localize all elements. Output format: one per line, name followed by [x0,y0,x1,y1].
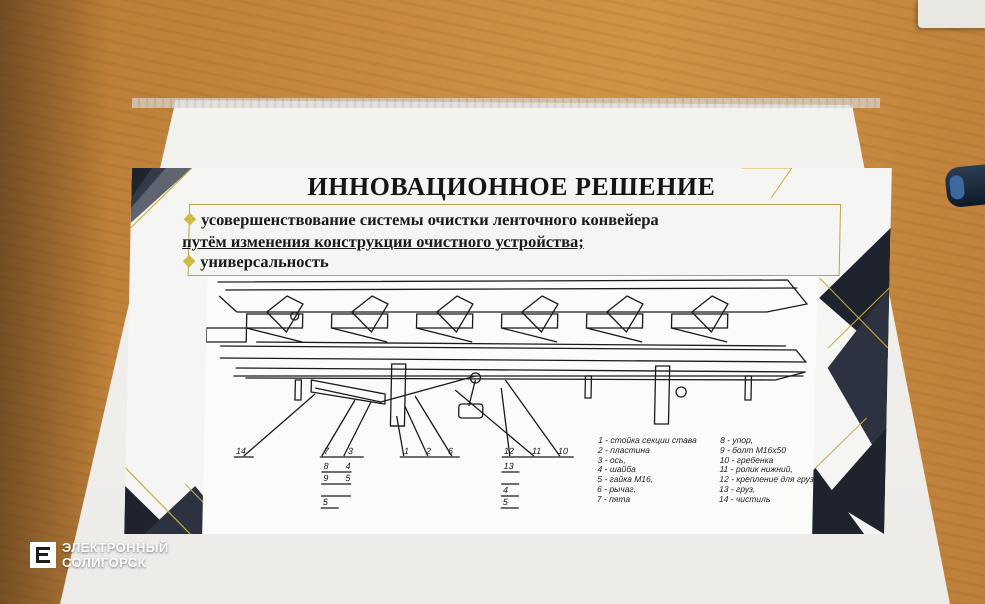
diamond-bullet-icon: ❖ [182,212,198,229]
printed-slide: ИННОВАЦИОННОЕ РЕШЕНИЕ ❖усовершенствовани… [124,168,892,534]
callout-14: 14 [236,446,246,456]
legend-item: 4 - шайба [597,464,636,475]
callout-4b: 4 [503,485,508,495]
legend-item: 13 - груз, [719,483,756,494]
legend-item: 1 - стойка секции става [598,435,697,445]
legend-right: 8 - упор, 9 - болт М16х50 10 - гребенка … [718,435,822,505]
slide-bullet-1-continuation: путём изменения конструкции очистного ус… [182,232,585,251]
legend-item: 14 - чистиль [718,493,771,504]
paper-sheet [60,100,950,604]
callout-9: 9 [323,473,328,483]
background-paper [918,0,985,28]
legend-item: 10 - гребенка [719,454,774,465]
callout-5c: 5 [503,497,509,507]
slide-title: ИННОВАЦИОННОЕ РЕШЕНИЕ [307,172,716,201]
watermark-text: ЭЛЕКТРОННЫЙ СОЛИГОРСК [62,540,169,570]
legend-item: 2 - пластина [597,444,650,455]
legend-item: 7 - пята [596,493,631,504]
conveyor-drawing: 14 7 3 8 4 9 5 5 1 2 6 12 11 10 13 4 5 [205,279,809,509]
slide-bullet-2: ❖универсальность [181,252,329,271]
callout-4: 4 [345,461,350,471]
binding-edge [131,98,881,108]
callout-2: 2 [425,446,431,456]
callout-5b: 5 [323,497,329,507]
callout-8: 8 [323,461,328,471]
legend-item: 12 - крепление для груза, [719,474,821,485]
callout-12: 12 [504,446,514,456]
technical-drawing: 14 7 3 8 4 9 5 5 1 2 6 12 11 10 13 4 5 [202,276,818,534]
legend-item: 8 - упор, [720,435,754,445]
e-logo-icon [30,542,56,568]
callout-11: 11 [532,446,542,456]
callout-6: 6 [448,446,453,456]
callout-7: 7 [324,446,330,456]
legend-item: 6 - рычаг, [597,483,637,494]
text-frame [187,204,842,276]
diamond-bullet-icon: ❖ [181,254,197,271]
legend-left: 1 - стойка секции става 2 - пластина 3 -… [596,435,697,505]
legend-item: 11 - ролик нижний, [719,464,793,475]
legend-item: 9 - болт М16х50 [719,444,787,455]
callout-13: 13 [503,461,513,471]
legend-item: 3 - ось, [597,454,626,465]
callout-3: 3 [348,446,353,456]
watermark: ЭЛЕКТРОННЫЙ СОЛИГОРСК [30,540,169,570]
slide-decoration [124,168,891,534]
callout-10: 10 [558,446,568,456]
legend-item: 5 - гайка М16, [597,474,654,485]
callout-5: 5 [345,473,351,483]
pen-cap [944,163,985,209]
left-shadow [0,0,110,604]
slide-bullet-1: ❖усовершенствование системы очистки лент… [182,210,659,229]
callout-1: 1 [404,446,409,456]
